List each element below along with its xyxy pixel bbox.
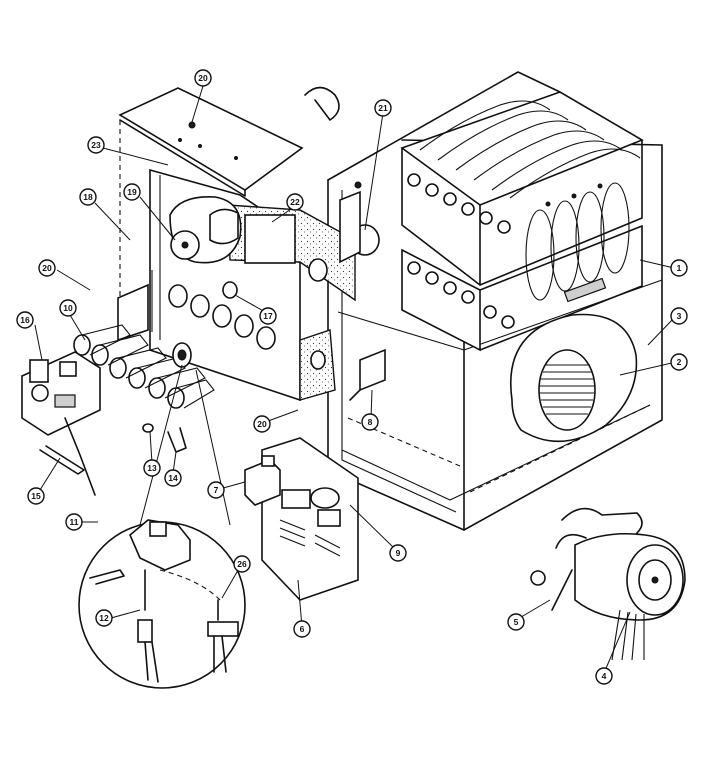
svg-text:13: 13: [147, 463, 157, 473]
callout-9: 9: [389, 544, 407, 562]
svg-text:17: 17: [263, 311, 273, 321]
svg-text:19: 19: [127, 187, 137, 197]
svg-text:20: 20: [198, 73, 208, 83]
svg-text:4: 4: [602, 671, 607, 681]
callout-5: 5: [507, 613, 525, 631]
svg-text:11: 11: [70, 517, 79, 527]
svg-text:14: 14: [168, 473, 178, 483]
lower-port-holes: [407, 261, 515, 329]
svg-text:8: 8: [368, 417, 373, 427]
blower-wheel-housing: [510, 313, 638, 443]
callout-15: 15: [27, 487, 45, 505]
callout-20-left: 20: [38, 259, 56, 277]
gas-manifold: [39, 445, 85, 475]
callout-8: 8: [361, 413, 379, 431]
callout-3: 3: [670, 307, 688, 325]
callout-4: 4: [595, 667, 613, 685]
svg-text:18: 18: [83, 192, 93, 202]
manifold-gasket: [299, 329, 336, 401]
heat-exchanger-cells: [525, 182, 630, 301]
sight-glass: [172, 342, 192, 368]
callout-20-mid: 20: [253, 415, 271, 433]
control-board: [261, 437, 359, 601]
callout-2: 2: [670, 353, 688, 371]
callout-17: 17: [259, 307, 277, 325]
svg-text:21: 21: [378, 103, 388, 113]
svg-text:26: 26: [237, 559, 247, 569]
burner-access-holes: [168, 284, 276, 350]
svg-text:7: 7: [214, 485, 219, 495]
svg-text:12: 12: [99, 613, 109, 623]
callout-14: 14: [164, 469, 182, 487]
igniter-detail-view: [78, 364, 246, 689]
limit-switch: [349, 348, 386, 401]
callout-21: 21: [374, 99, 392, 117]
callout-7: 7: [207, 481, 225, 499]
heat-exchanger-tubes: [419, 100, 641, 199]
leader-lines: [34, 85, 677, 674]
inducer-motor: [169, 196, 296, 264]
svg-text:1: 1: [677, 263, 682, 273]
svg-text:15: 15: [31, 491, 41, 501]
callout-6: 6: [293, 620, 311, 638]
callout-20-top: 20: [194, 69, 212, 87]
callout-1: 1: [670, 259, 688, 277]
rollout-switch: [222, 281, 238, 299]
blower-motor: [574, 532, 686, 661]
svg-text:16: 16: [20, 315, 30, 325]
svg-text:3: 3: [677, 311, 682, 321]
pressure-switch: [339, 181, 380, 264]
burner-orifice: [142, 423, 154, 433]
callout-10: 10: [59, 299, 77, 317]
gas-valve: [21, 351, 101, 496]
callout-13: 13: [143, 459, 161, 477]
callout-16: 16: [16, 311, 34, 329]
callout-22: 22: [286, 193, 304, 211]
callout-12: 12: [95, 609, 113, 627]
pressure-tube: [304, 86, 340, 121]
svg-text:22: 22: [290, 197, 300, 207]
svg-text:10: 10: [63, 303, 73, 313]
svg-text:20: 20: [42, 263, 52, 273]
transformer: [244, 455, 281, 506]
heat-exchanger: [400, 91, 644, 352]
upper-port-holes: [407, 173, 511, 234]
svg-text:9: 9: [396, 548, 401, 558]
svg-text:23: 23: [91, 140, 101, 150]
callout-19: 19: [123, 183, 141, 201]
burner-assembly: [73, 324, 215, 409]
svg-text:5: 5: [514, 617, 519, 627]
callout-26: 26: [233, 555, 251, 573]
svg-text:6: 6: [300, 624, 305, 634]
mounting-bracket: [167, 427, 187, 453]
svg-text:20: 20: [257, 419, 267, 429]
callout-18: 18: [79, 188, 97, 206]
burner-bracket: [117, 270, 153, 342]
callout-11: 11: [65, 513, 83, 531]
svg-text:2: 2: [677, 357, 682, 367]
callout-23: 23: [87, 136, 105, 154]
